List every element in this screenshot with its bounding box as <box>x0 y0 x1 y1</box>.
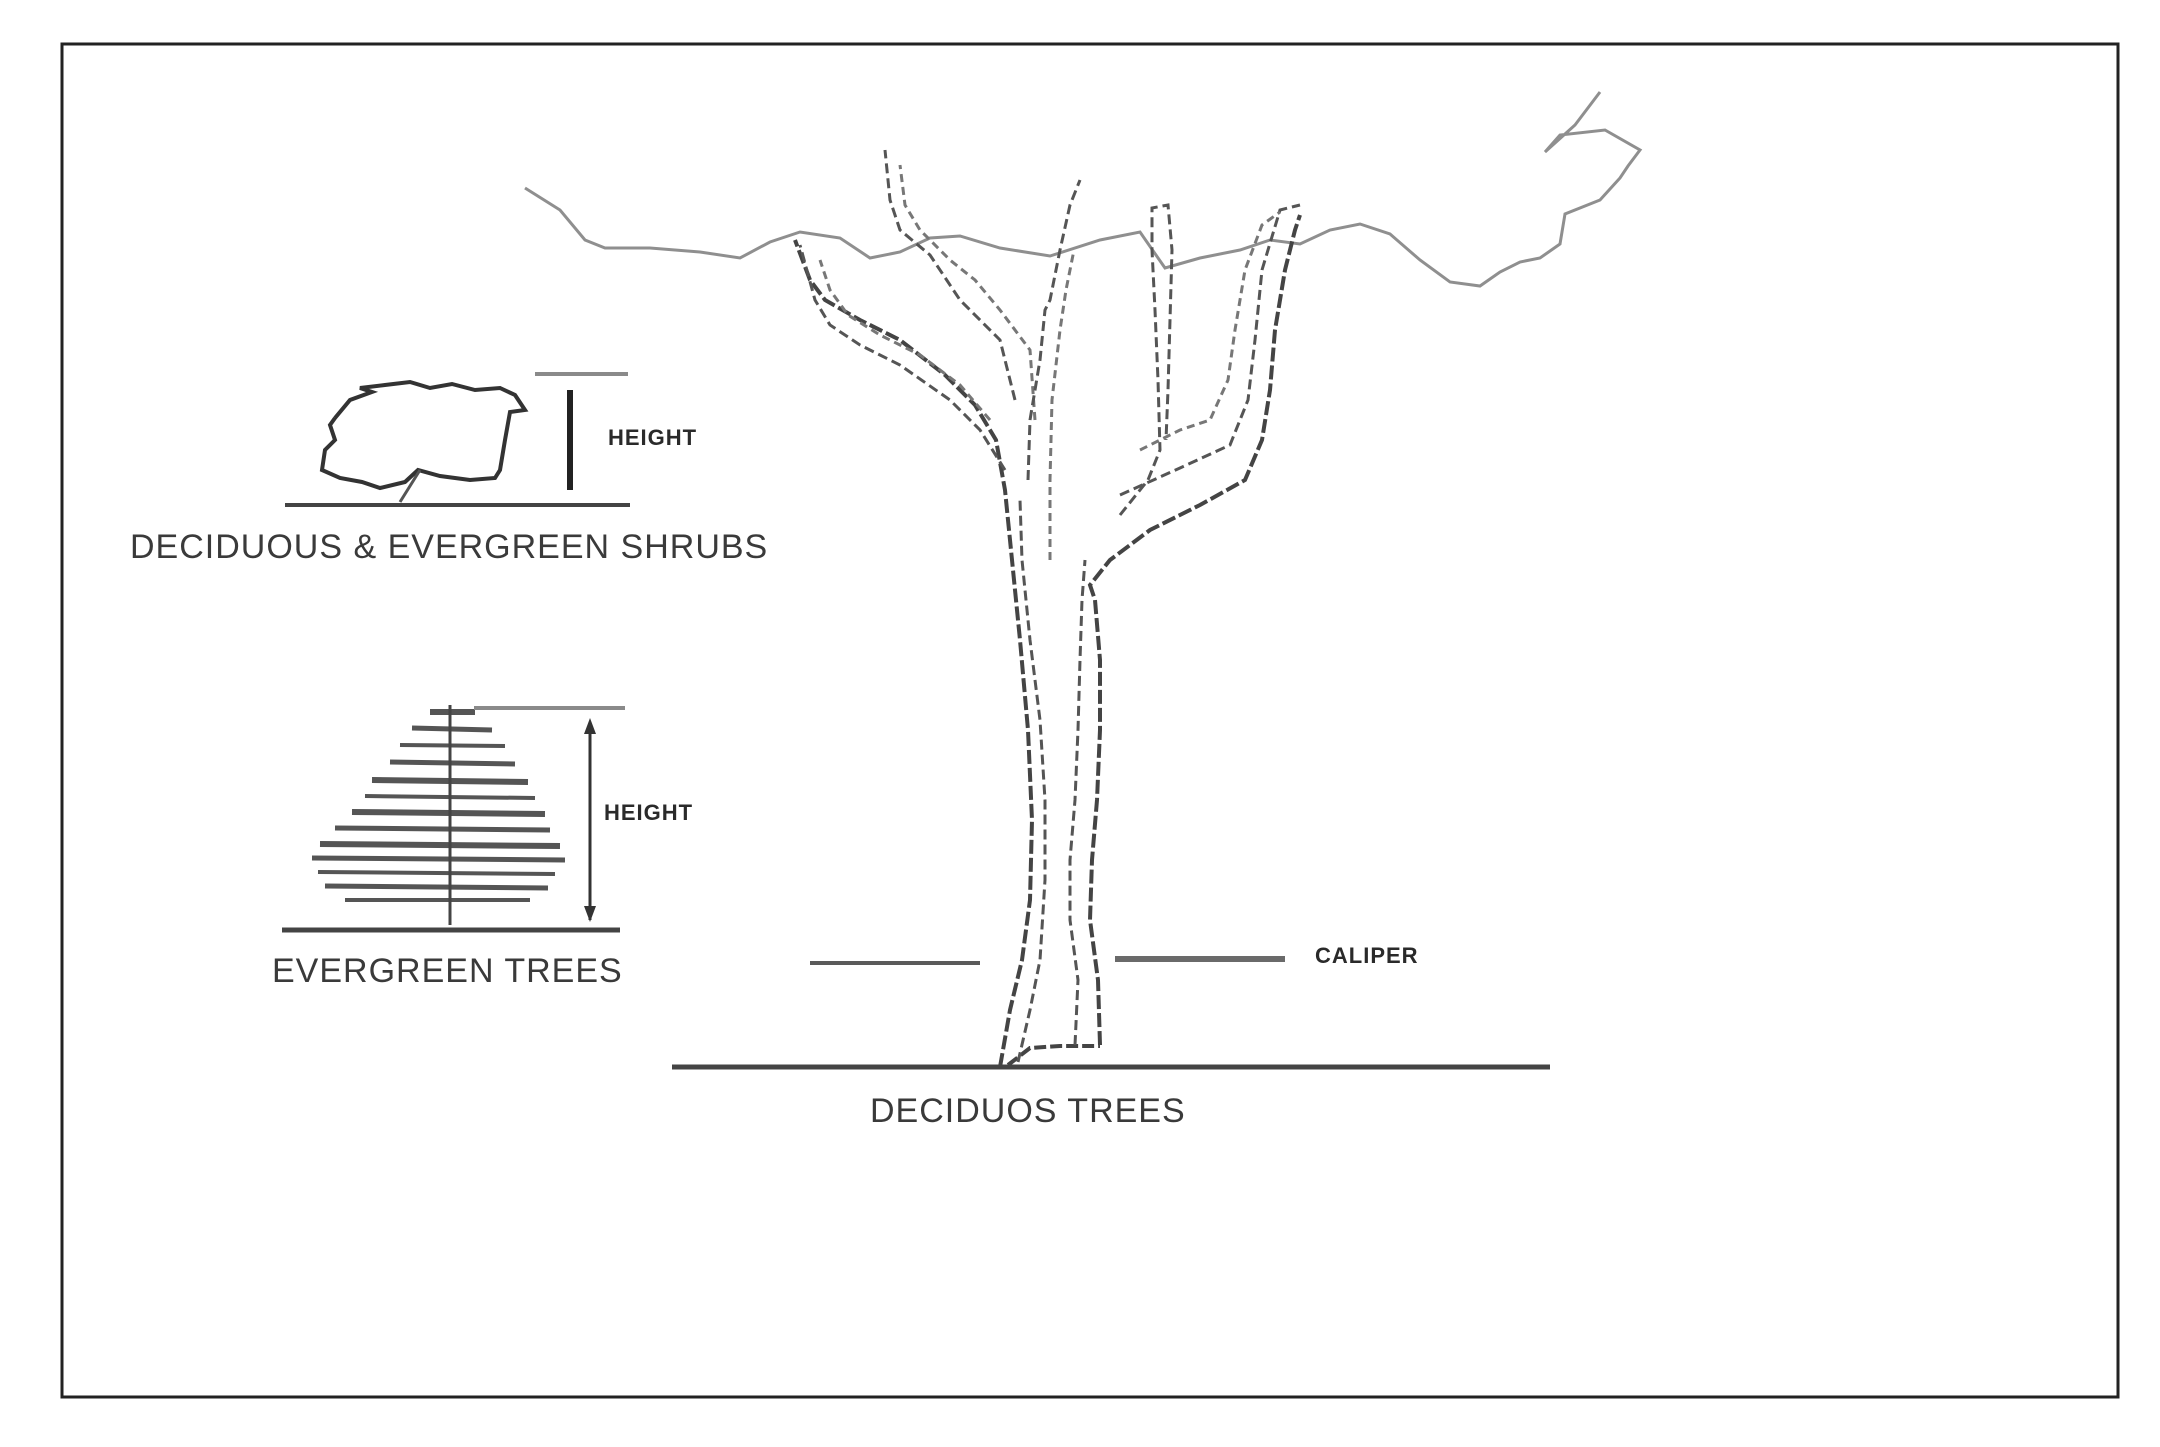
tree-branch-left <box>798 244 1007 471</box>
diagram-frame <box>60 42 2120 1399</box>
tree-trunk-inner-right <box>1068 559 1087 1046</box>
tree-canopy-outline <box>524 91 1643 288</box>
tree-branch-center-inner <box>1048 249 1076 560</box>
shrub-figure <box>319 379 529 503</box>
shrubs-caption: DECIDUOUS & EVERGREEN SHRUBS <box>130 528 768 566</box>
tree-trunk-base <box>1006 1044 1100 1067</box>
shrub-height-label: HEIGHT <box>608 425 697 450</box>
shrub-outline <box>319 379 529 491</box>
tree-trunk-inner-left <box>1016 499 1047 1063</box>
tree-trunk-right <box>1087 214 1302 1046</box>
tree-branch-right-upright <box>1118 203 1174 516</box>
deciduous-tree <box>524 91 1643 1068</box>
evergreen-height-arrow-top-icon <box>584 718 596 734</box>
tree-branch-right-outer-inner <box>1139 210 1281 452</box>
tree-branch-right-outer <box>1119 203 1301 497</box>
evergreen-height-arrow-bottom-icon <box>584 906 596 922</box>
evergreen-tree-figure <box>311 705 566 925</box>
tree-branch-left-inner <box>818 259 992 421</box>
evergreen-trees-caption: EVERGREEN TREES <box>272 952 623 990</box>
tree-branch-center <box>1026 179 1082 481</box>
caliper-label: CALIPER <box>1315 943 1419 968</box>
evergreen-height-label: HEIGHT <box>604 800 693 825</box>
tree-trunk-left <box>793 239 1035 1068</box>
tree-branch-mid-left-inner <box>898 164 1037 421</box>
shrub-stem <box>398 469 422 503</box>
tree-branch-mid-left <box>883 149 1017 401</box>
deciduous-trees-caption: DECIDUOS TREES <box>870 1092 1186 1130</box>
